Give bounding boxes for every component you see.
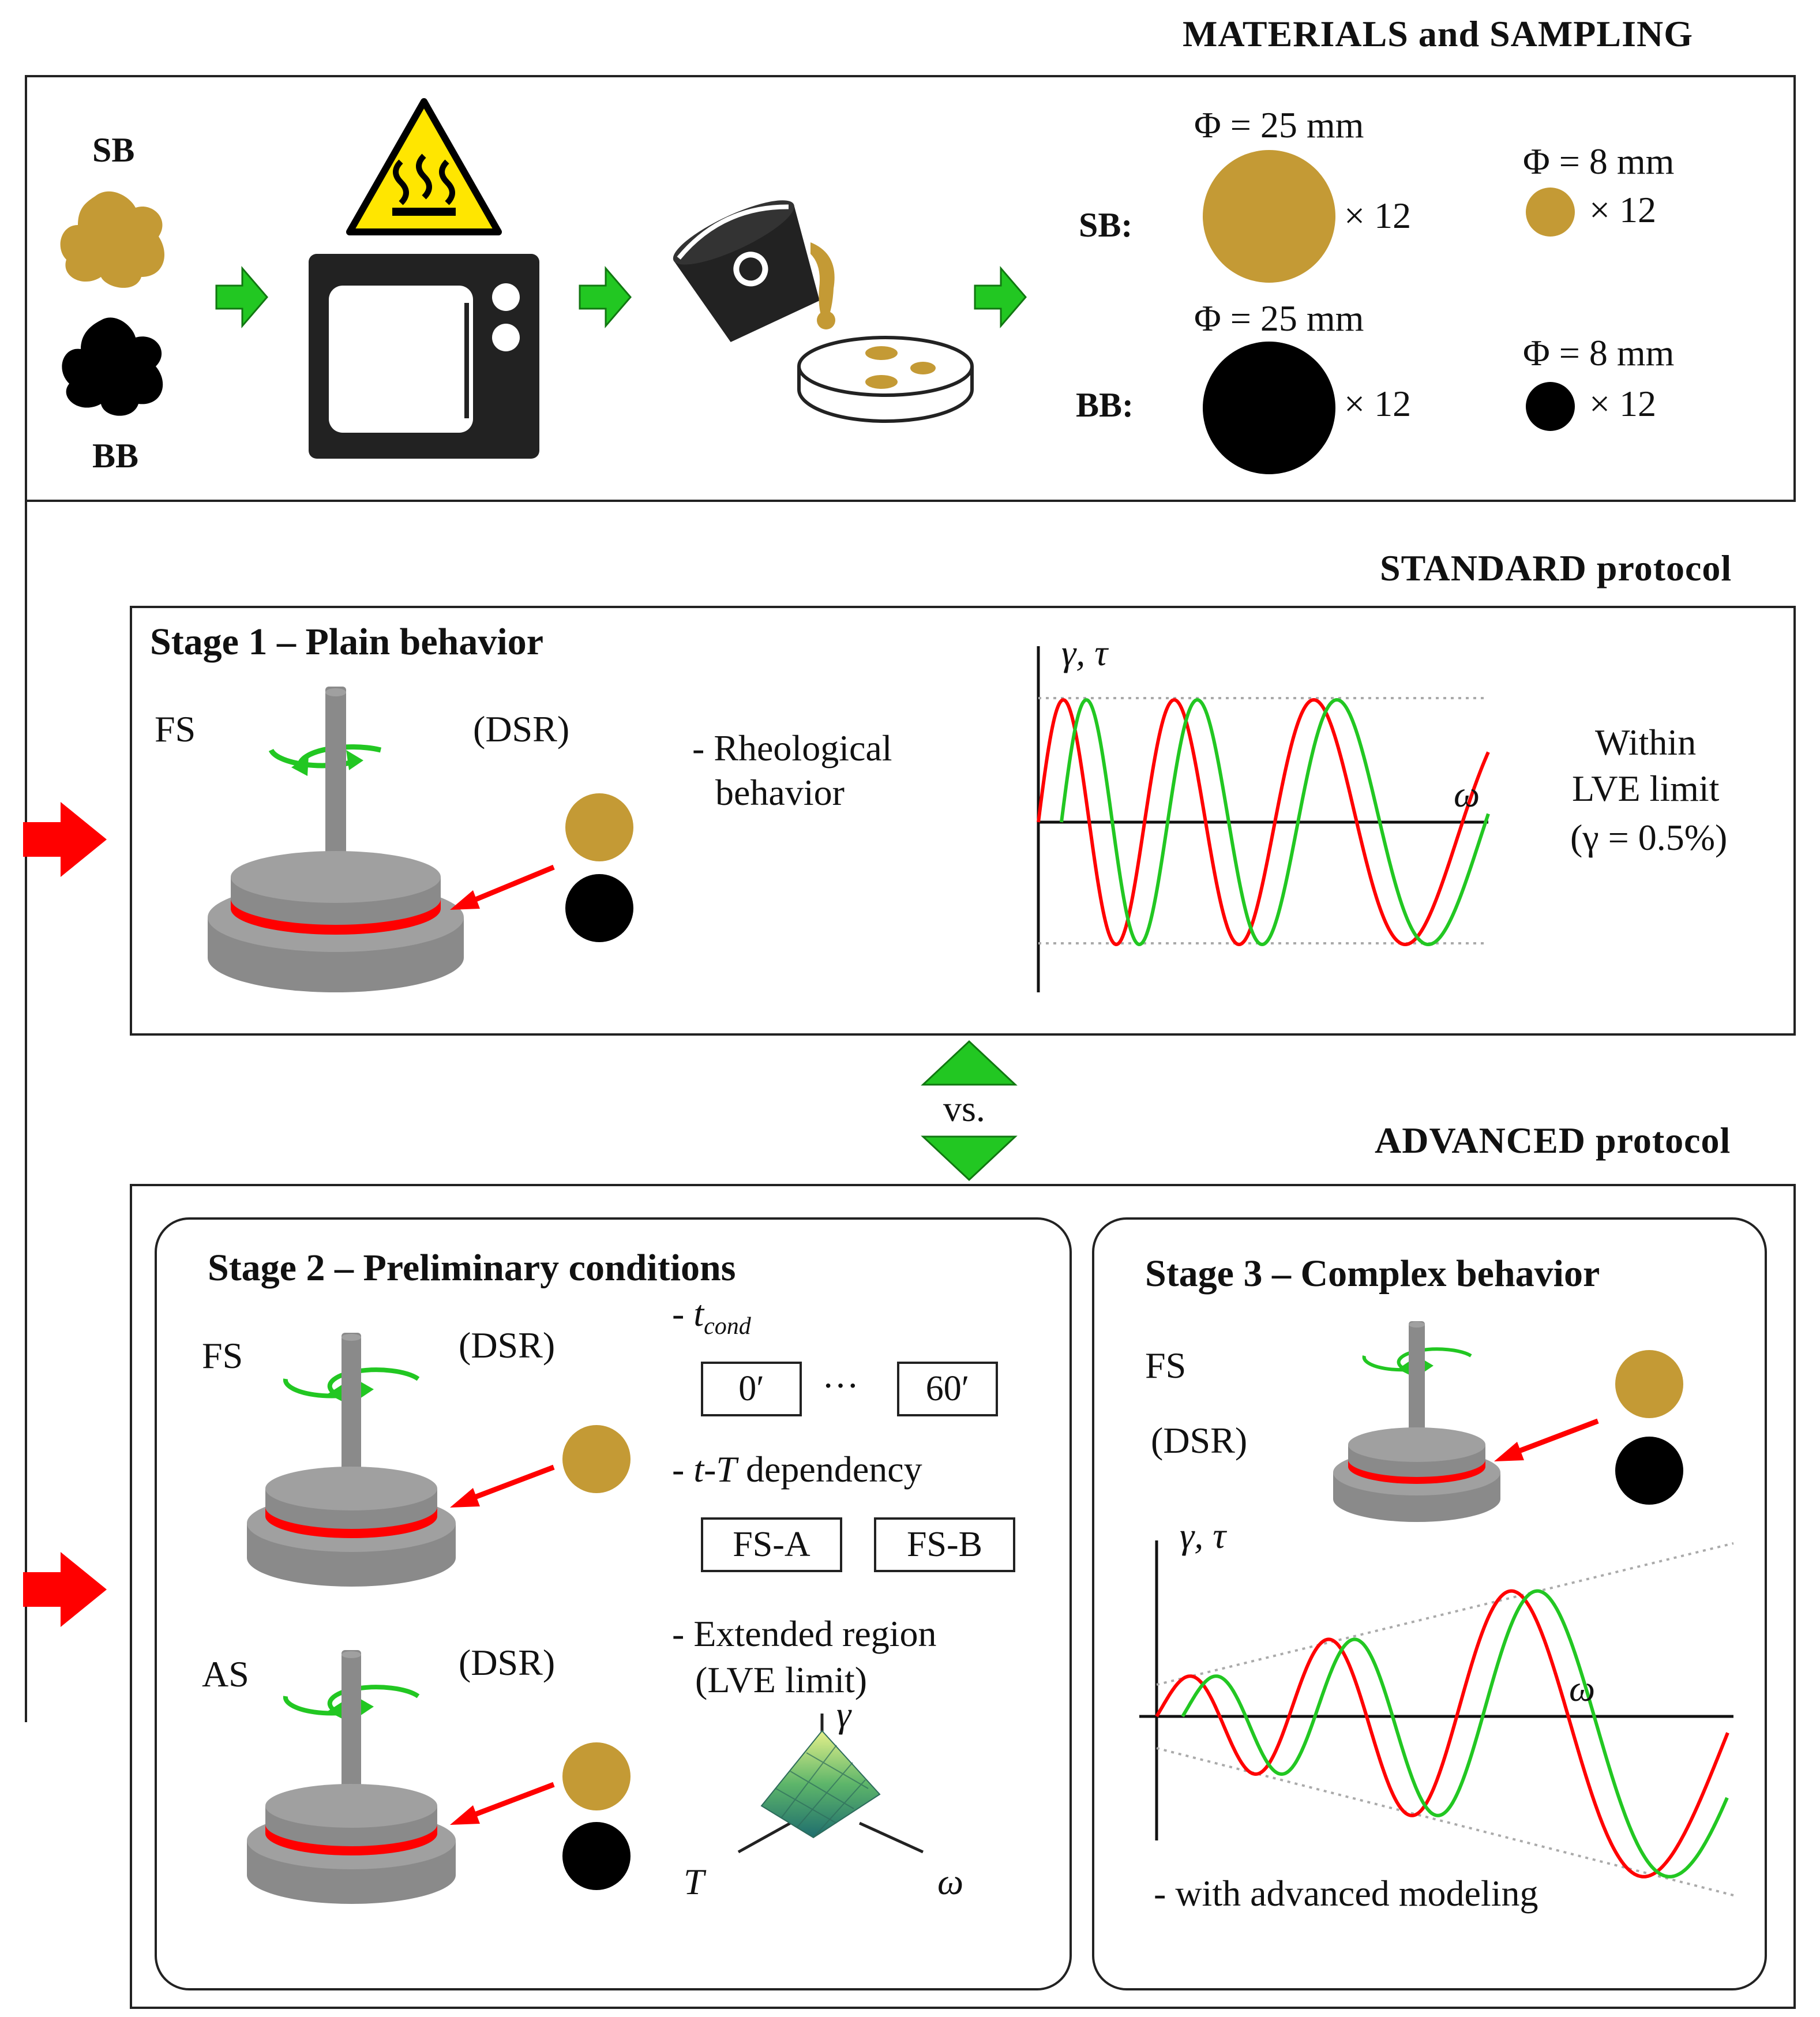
stage3-fs-label: FS — [1145, 1345, 1187, 1386]
stage1-chart-ylabel: γ, τ — [1061, 632, 1108, 673]
standard-section-title: STANDARD protocol — [1380, 548, 1732, 588]
stage3-bb-sample — [1615, 1437, 1683, 1505]
bb-sample-8mm — [1526, 382, 1575, 431]
tcond-box-end: 60′ — [897, 1362, 998, 1416]
stage1-note-line3: (γ = 0.5%) — [1570, 817, 1728, 858]
stage1-note-line2: LVE limit — [1572, 768, 1720, 809]
protocol-bracket-line — [25, 499, 27, 1722]
vs-down-arrow-icon — [921, 1135, 1018, 1182]
pouring-bucket-icon — [673, 200, 835, 342]
tcond-ellipsis: ··· — [822, 1365, 859, 1406]
green-arrow-2-icon — [579, 265, 632, 329]
mold-plate-icon — [797, 336, 974, 423]
stage2-fs-pointer-icon — [450, 1464, 555, 1508]
stage2-fs-sb-sample — [562, 1425, 631, 1493]
stage1-desc-line2: behavior — [715, 772, 845, 813]
vs-label: vs. — [943, 1088, 985, 1129]
stage3-note: - with advanced modeling — [1154, 1873, 1538, 1914]
stage2-fs-label: FS — [202, 1335, 243, 1376]
materials-panel — [25, 75, 1796, 502]
stage1-sample-pointer-icon — [450, 864, 555, 910]
stage2-dsr1-label: (DSR) — [459, 1325, 556, 1366]
stage2-title: Stage 2 – Preliminary conditions — [208, 1247, 736, 1289]
bb-binder-blob-icon — [62, 317, 163, 416]
extended-region-line2: (LVE limit) — [695, 1659, 868, 1700]
red-arrow-advanced-icon — [23, 1552, 107, 1627]
tT-dependency-label: - t-T dependency — [672, 1449, 922, 1490]
stage3-upper-envelope — [1156, 1542, 1734, 1686]
sb-label: SB — [92, 131, 135, 169]
sb-count-25: × 12 — [1344, 195, 1412, 236]
stage2-as-bb-sample — [562, 1822, 631, 1890]
stage2-dsr2-label: (DSR) — [459, 1642, 556, 1683]
stage1-title: Stage 1 – Plain behavior — [150, 621, 544, 663]
stage1-desc-line1: - Rheological — [692, 728, 892, 768]
stage2-as-pointer-icon — [450, 1782, 555, 1825]
stage2-as-rheometer-icon — [247, 1650, 456, 1904]
lve-surface-icon — [737, 1714, 924, 1854]
advanced-section-title: ADVANCED protocol — [1375, 1120, 1731, 1161]
hot-surface-warning-icon — [346, 98, 502, 235]
green-arrow-3-icon — [974, 265, 1027, 329]
materials-section-title: MATERIALS and SAMPLING — [1183, 13, 1693, 54]
stage1-wave-chart — [1037, 646, 1490, 992]
stage1-strain-wave — [1037, 698, 1490, 947]
sb-diameter-25: Φ = 25 mm — [1194, 104, 1364, 145]
stage3-strain-wave — [1155, 1589, 1729, 1879]
tcond-label: - tcond — [672, 1293, 751, 1340]
sb-binder-blob-icon — [60, 191, 164, 288]
stage1-sb-sample — [565, 793, 633, 861]
stage2-as-sb-sample — [562, 1742, 631, 1810]
bb-row-label: BB: — [1076, 386, 1134, 424]
bb-label: BB — [92, 437, 139, 475]
stage3-wave-chart — [1139, 1540, 1734, 1896]
bb-sample-25mm — [1203, 342, 1335, 474]
sb-row-label: SB: — [1079, 206, 1133, 244]
stage3-rheometer-icon — [1333, 1321, 1500, 1522]
stage2-as-label: AS — [202, 1654, 249, 1694]
tT-box-fs-a: FS-A — [701, 1517, 842, 1572]
oven-icon — [309, 254, 539, 459]
stage1-fs-label: FS — [155, 708, 196, 749]
surface-z-label: γ — [836, 1694, 851, 1735]
stage3-chart-xlabel: ω — [1569, 1668, 1596, 1709]
stage3-chart-ylabel: γ, τ — [1180, 1515, 1226, 1556]
bb-count-8: × 12 — [1589, 383, 1657, 424]
tT-box-fs-b: FS-B — [874, 1517, 1015, 1572]
stage1-bb-sample — [565, 874, 633, 942]
bb-diameter-8: Φ = 8 mm — [1523, 332, 1675, 373]
stage3-sb-sample — [1615, 1350, 1683, 1418]
stage1-note-line1: Within — [1595, 722, 1697, 763]
sb-sample-25mm — [1203, 150, 1335, 283]
stage1-stress-wave — [1060, 698, 1490, 947]
stage3-title: Stage 3 – Complex behavior — [1145, 1253, 1600, 1295]
stage1-chart-xlabel: ω — [1454, 774, 1480, 815]
sb-diameter-8: Φ = 8 mm — [1523, 141, 1675, 182]
stage3-panel — [1092, 1217, 1767, 1990]
surface-right-label: ω — [937, 1861, 964, 1902]
stage2-fs-rheometer-icon — [247, 1333, 456, 1587]
extended-region-line1: - Extended region — [672, 1613, 937, 1654]
tcond-box-start: 0′ — [701, 1362, 802, 1416]
stage3-pointer-icon — [1494, 1418, 1599, 1461]
stage3-stress-wave — [1181, 1589, 1729, 1879]
sb-sample-8mm — [1526, 188, 1575, 237]
surface-left-label: T — [684, 1861, 704, 1902]
stage3-dsr-label: (DSR) — [1151, 1420, 1248, 1461]
stage1-rheometer-icon — [208, 687, 464, 992]
vs-up-arrow-icon — [921, 1040, 1018, 1086]
bb-diameter-25: Φ = 25 mm — [1194, 298, 1364, 339]
stage1-dsr-label: (DSR) — [473, 708, 570, 749]
sb-count-8: × 12 — [1589, 189, 1657, 230]
bb-count-25: × 12 — [1344, 383, 1412, 424]
red-arrow-standard-icon — [23, 802, 107, 877]
green-arrow-1-icon — [215, 265, 268, 329]
